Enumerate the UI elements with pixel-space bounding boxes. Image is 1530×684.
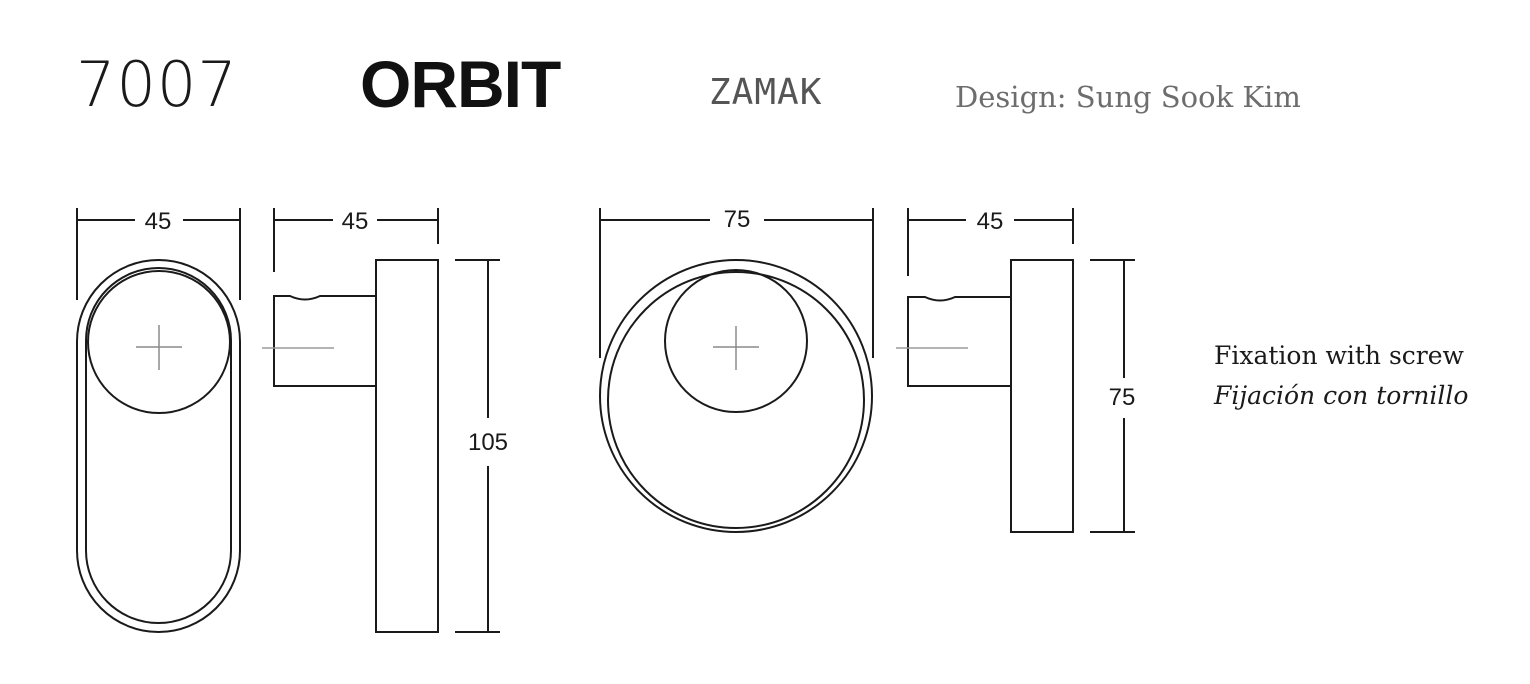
oval-center-cross xyxy=(136,325,182,370)
oval-side-view xyxy=(273,208,500,633)
round-plate-inner xyxy=(607,271,865,529)
dim-oval-height: 105 xyxy=(468,429,508,456)
fixation-note-en: Fixation with screw xyxy=(1214,341,1464,370)
product-name: ORBIT xyxy=(360,47,561,121)
oval-side-stem xyxy=(273,295,376,387)
dim-round-side-depth: 45 xyxy=(977,208,1004,235)
product-code: 7007 xyxy=(76,48,238,121)
round-side-plate xyxy=(1010,259,1074,533)
dim-oval-front-width: 45 xyxy=(145,208,172,235)
dim-oval-side-depth: 45 xyxy=(342,208,369,235)
oval-knob-circle xyxy=(87,270,231,414)
material-label: ZAMAK xyxy=(709,72,823,113)
fixation-note-es: Fijación con tornillo xyxy=(1214,381,1469,410)
round-side-view xyxy=(907,208,1135,533)
round-side-stem xyxy=(907,296,1011,387)
round-front-view xyxy=(599,208,874,533)
round-center-cross xyxy=(713,326,759,370)
dim-round-height: 75 xyxy=(1109,384,1136,411)
round-plate-outer xyxy=(599,259,873,533)
designer-credit: Design: Sung Sook Kim xyxy=(955,80,1301,114)
oval-side-plate xyxy=(375,259,439,633)
oval-front-view xyxy=(76,208,241,633)
oval-plate-inner xyxy=(85,267,232,624)
oval-plate-outer xyxy=(76,259,241,633)
round-knob-circle xyxy=(664,269,808,413)
dim-round-front-width: 75 xyxy=(724,206,751,233)
